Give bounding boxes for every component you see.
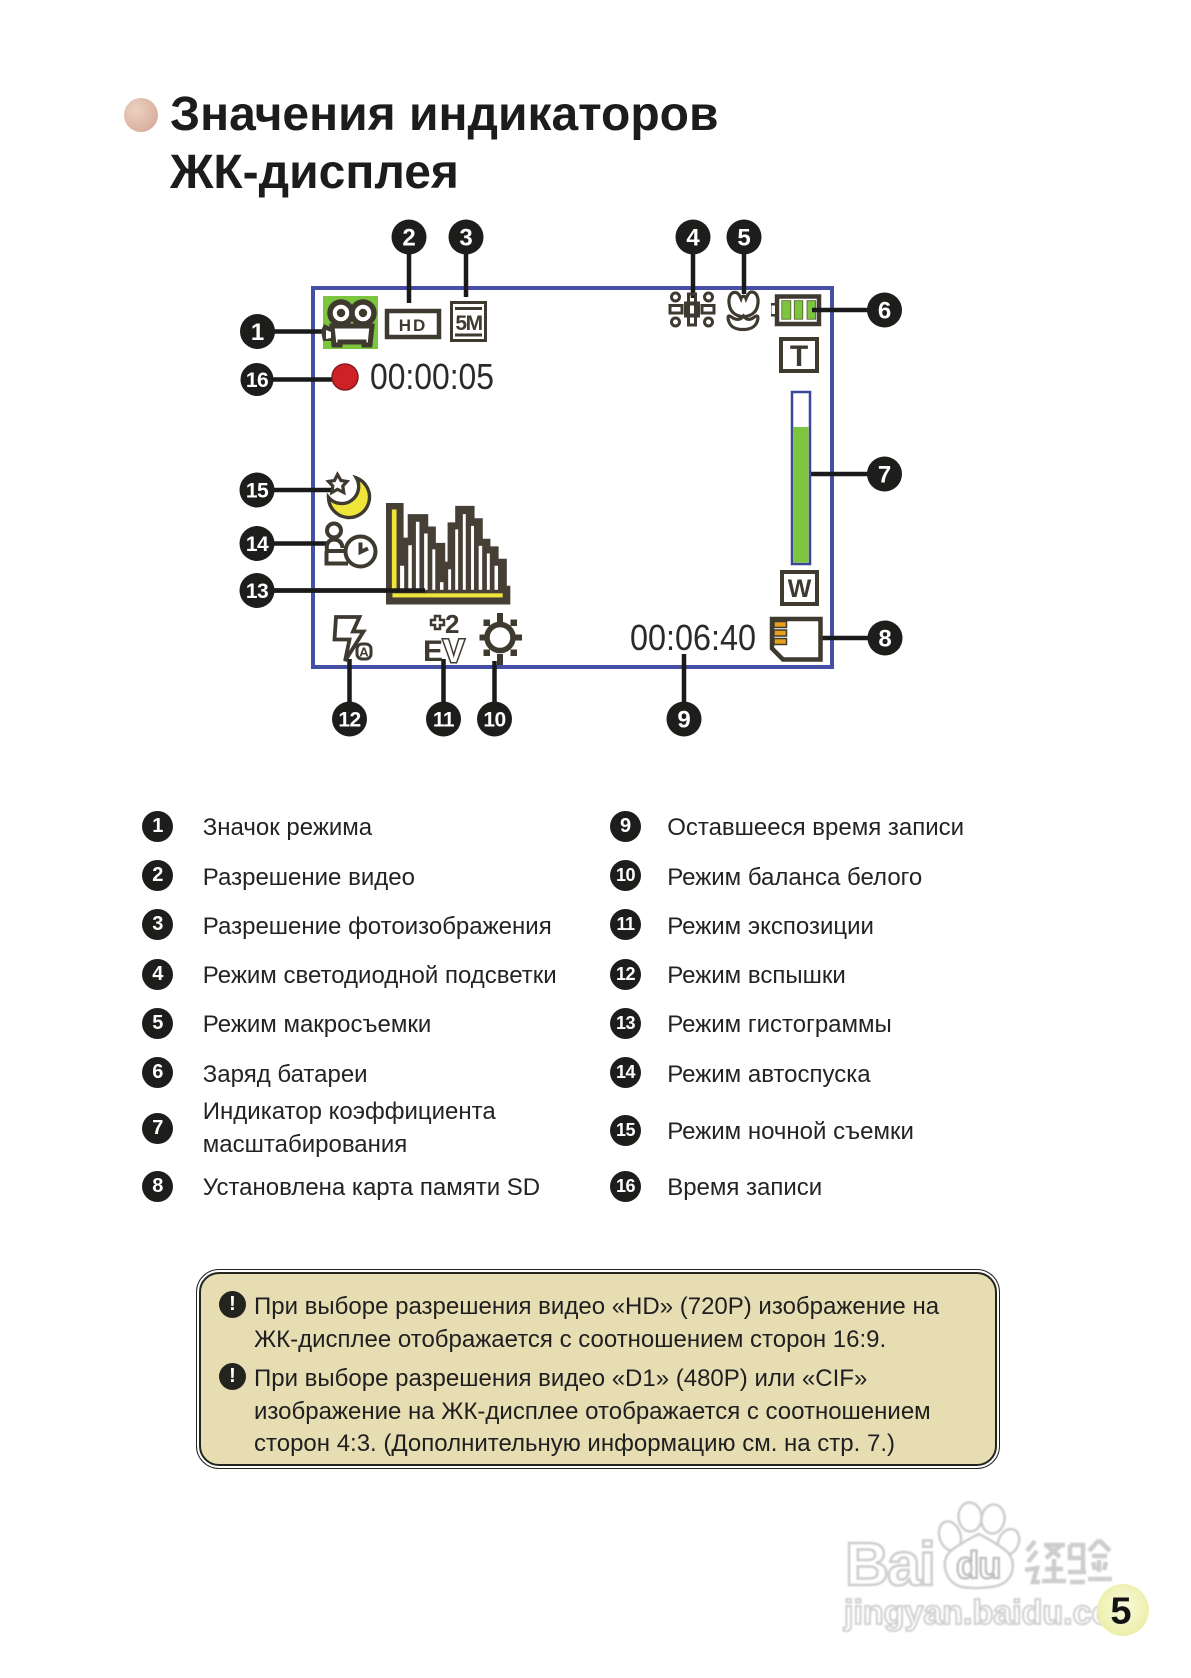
svg-text:3: 3 [459, 225, 472, 252]
svg-text:V: V [443, 633, 465, 669]
svg-text:13: 13 [246, 580, 268, 603]
svg-text:HD: HD [399, 316, 428, 335]
svg-text:jingyan.baidu.com: jingyan.baidu.com [843, 1594, 1142, 1632]
svg-text:14: 14 [246, 533, 269, 556]
svg-text:9: 9 [677, 707, 690, 734]
svg-text:00:06:40: 00:06:40 [630, 617, 756, 658]
svg-text:00:00:05: 00:00:05 [370, 356, 494, 397]
svg-text:7: 7 [878, 462, 891, 489]
svg-text:du: du [956, 1545, 1000, 1587]
svg-text:E: E [423, 635, 443, 668]
svg-text:8: 8 [878, 626, 891, 653]
svg-text:12: 12 [338, 709, 360, 732]
svg-text:2: 2 [402, 225, 415, 252]
svg-text:11: 11 [433, 709, 455, 732]
svg-text:Bai: Bai [845, 1530, 934, 1598]
svg-text:10: 10 [483, 709, 505, 732]
svg-text:5: 5 [737, 225, 750, 252]
svg-text:6: 6 [878, 298, 891, 325]
svg-text:15: 15 [246, 480, 269, 503]
svg-text:A: A [359, 645, 369, 660]
svg-text:T: T [790, 340, 808, 373]
svg-text:5M: 5M [455, 312, 482, 335]
svg-text:16: 16 [246, 369, 268, 392]
svg-text:1: 1 [251, 319, 264, 346]
svg-text:2: 2 [445, 609, 459, 639]
svg-text:W: W [788, 575, 812, 603]
svg-text:5: 5 [1110, 1591, 1131, 1633]
svg-text:4: 4 [686, 225, 700, 252]
